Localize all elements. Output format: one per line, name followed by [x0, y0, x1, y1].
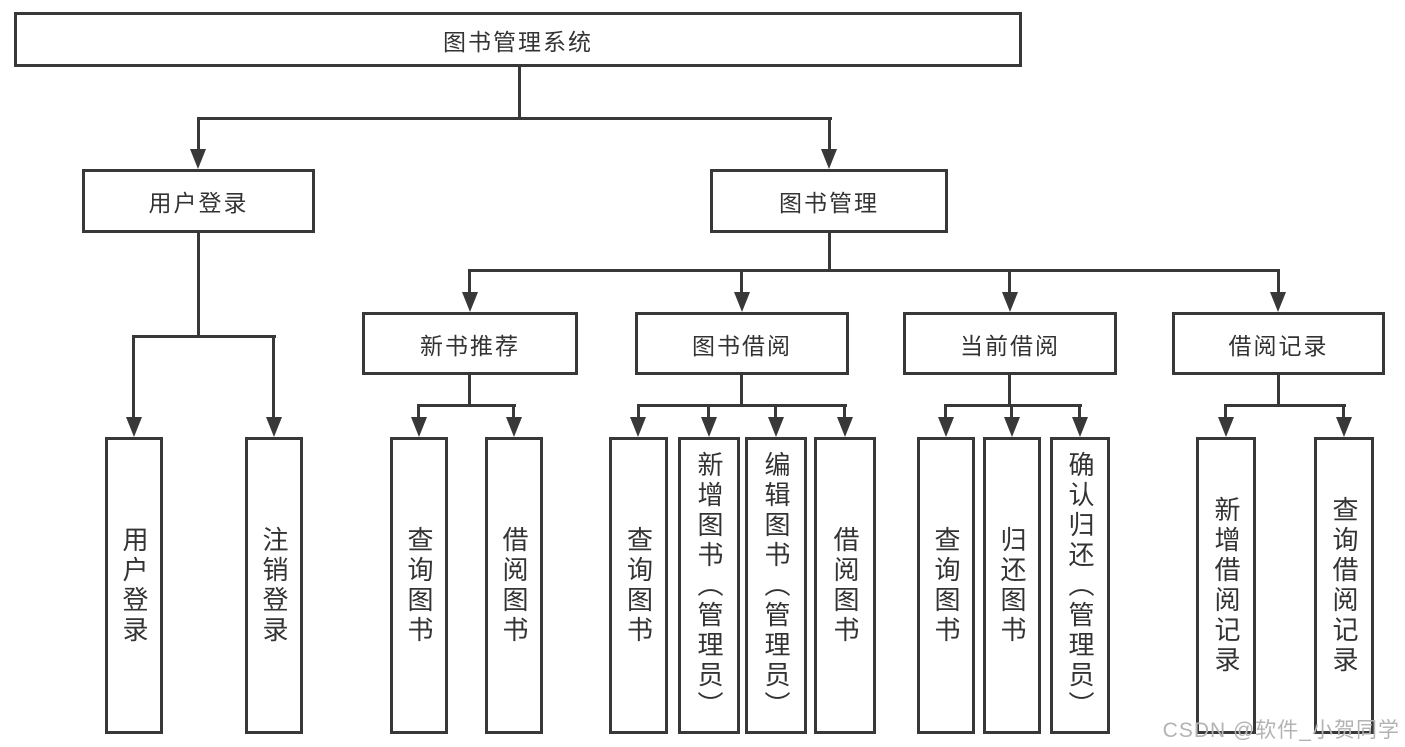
- connector-line: [828, 233, 831, 269]
- leaf-label: 编辑图书（管理员）: [761, 450, 791, 721]
- connector-line: [518, 67, 521, 118]
- connector-arrow: [768, 417, 784, 437]
- leaf-label: 查询图书: [623, 525, 654, 646]
- leaf-label: 新增借阅记录: [1211, 495, 1241, 676]
- connector-line: [197, 117, 200, 153]
- node-book-management: 图书管理: [710, 169, 948, 233]
- node-library-system: 图书管理系统: [14, 12, 1022, 67]
- leaf-label: 新增图书（管理员）: [694, 450, 724, 721]
- leaf-label: 归还图书: [997, 525, 1027, 646]
- leaf-borrow-books-borrowing: 借阅图书: [814, 437, 876, 734]
- leaf-confirm-return-admin: 确认归还（管理员）: [1050, 437, 1110, 734]
- connector-arrow: [126, 417, 142, 437]
- leaf-query-books-current: 查询图书: [917, 437, 975, 734]
- leaf-label: 查询图书: [404, 525, 434, 646]
- connector-line: [468, 269, 471, 293]
- leaf-edit-book-admin: 编辑图书（管理员）: [745, 437, 807, 734]
- node-label: 用户登录: [148, 190, 249, 216]
- connector-line: [637, 404, 640, 419]
- connector-line: [1010, 404, 1013, 419]
- watermark: CSDN @软件_小贺同学: [1162, 719, 1400, 742]
- connector-line: [197, 117, 832, 120]
- connector-line: [1342, 404, 1345, 419]
- leaf-label: 借阅图书: [499, 525, 529, 646]
- node-user-login: 用户登录: [82, 169, 315, 233]
- leaf-logout: 注销登录: [245, 437, 303, 734]
- node-borrowing-records: 借阅记录: [1172, 312, 1385, 375]
- leaf-label: 查询图书: [931, 525, 961, 646]
- connector-line: [740, 375, 743, 404]
- connector-arrow: [1004, 417, 1020, 437]
- leaf-label: 注销登录: [259, 525, 289, 646]
- connector-line: [1008, 269, 1011, 293]
- leaf-borrow-books-recommend: 借阅图书: [485, 437, 543, 734]
- connector-arrow: [701, 417, 717, 437]
- connector-arrow: [1336, 417, 1352, 437]
- leaf-label: 确认归还（管理员）: [1065, 450, 1095, 721]
- connector-line: [944, 404, 1082, 407]
- node-book-borrowing: 图书借阅: [635, 312, 849, 375]
- connector-arrow: [1270, 292, 1286, 312]
- connector-arrow: [734, 292, 750, 312]
- connector-line: [740, 269, 743, 293]
- node-label: 图书管理系统: [443, 28, 593, 55]
- connector-line: [1224, 404, 1227, 419]
- connector-line: [707, 404, 710, 419]
- leaf-add-book-admin: 新增图书（管理员）: [678, 437, 740, 734]
- connector-line: [1277, 269, 1280, 293]
- connector-line: [828, 117, 831, 153]
- leaf-add-borrow-record: 新增借阅记录: [1196, 437, 1256, 734]
- connector-arrow: [1002, 292, 1018, 312]
- connector-line: [132, 335, 276, 338]
- leaf-user-login: 用户登录: [105, 437, 163, 734]
- connector-arrow: [938, 417, 954, 437]
- node-label: 借阅记录: [1228, 332, 1329, 359]
- connector-line: [512, 404, 515, 419]
- connector-line: [637, 404, 847, 407]
- connector-line: [417, 404, 420, 419]
- connector-line: [843, 404, 846, 419]
- leaf-query-borrow-record: 查询借阅记录: [1314, 437, 1374, 734]
- connector-arrow: [266, 417, 282, 437]
- node-label: 图书借阅: [692, 332, 792, 359]
- connector-line: [1277, 375, 1280, 404]
- connector-arrow: [821, 149, 837, 169]
- leaf-return-book: 归还图书: [983, 437, 1041, 734]
- node-label: 新书推荐: [420, 332, 520, 359]
- leaf-label: 借阅图书: [830, 525, 860, 646]
- connector-line: [774, 404, 777, 419]
- leaf-label: 查询借阅记录: [1329, 495, 1359, 676]
- leaf-query-books-recommend: 查询图书: [390, 437, 448, 734]
- connector-line: [1008, 375, 1011, 404]
- connector-line: [417, 404, 516, 407]
- connector-line: [132, 335, 135, 418]
- connector-line: [1224, 404, 1346, 407]
- leaf-query-books-borrowing: 查询图书: [609, 437, 668, 734]
- connector-line: [1078, 404, 1081, 419]
- connector-line: [468, 269, 1280, 272]
- connector-line: [944, 404, 947, 419]
- node-current-borrowing: 当前借阅: [903, 312, 1117, 375]
- node-label: 当前借阅: [960, 332, 1060, 359]
- connector-arrow: [506, 417, 522, 437]
- connector-line: [272, 335, 275, 418]
- connector-line: [468, 375, 471, 404]
- connector-arrow: [411, 417, 427, 437]
- connector-arrow: [1072, 417, 1088, 437]
- connector-line: [197, 233, 200, 335]
- connector-arrow: [1218, 417, 1234, 437]
- connector-arrow: [837, 417, 853, 437]
- connector-arrow: [462, 292, 478, 312]
- connector-arrow: [630, 417, 646, 437]
- connector-arrow: [190, 149, 206, 169]
- leaf-label: 用户登录: [119, 525, 149, 646]
- node-label: 图书管理: [779, 190, 879, 216]
- node-new-book-recommendation: 新书推荐: [362, 312, 578, 375]
